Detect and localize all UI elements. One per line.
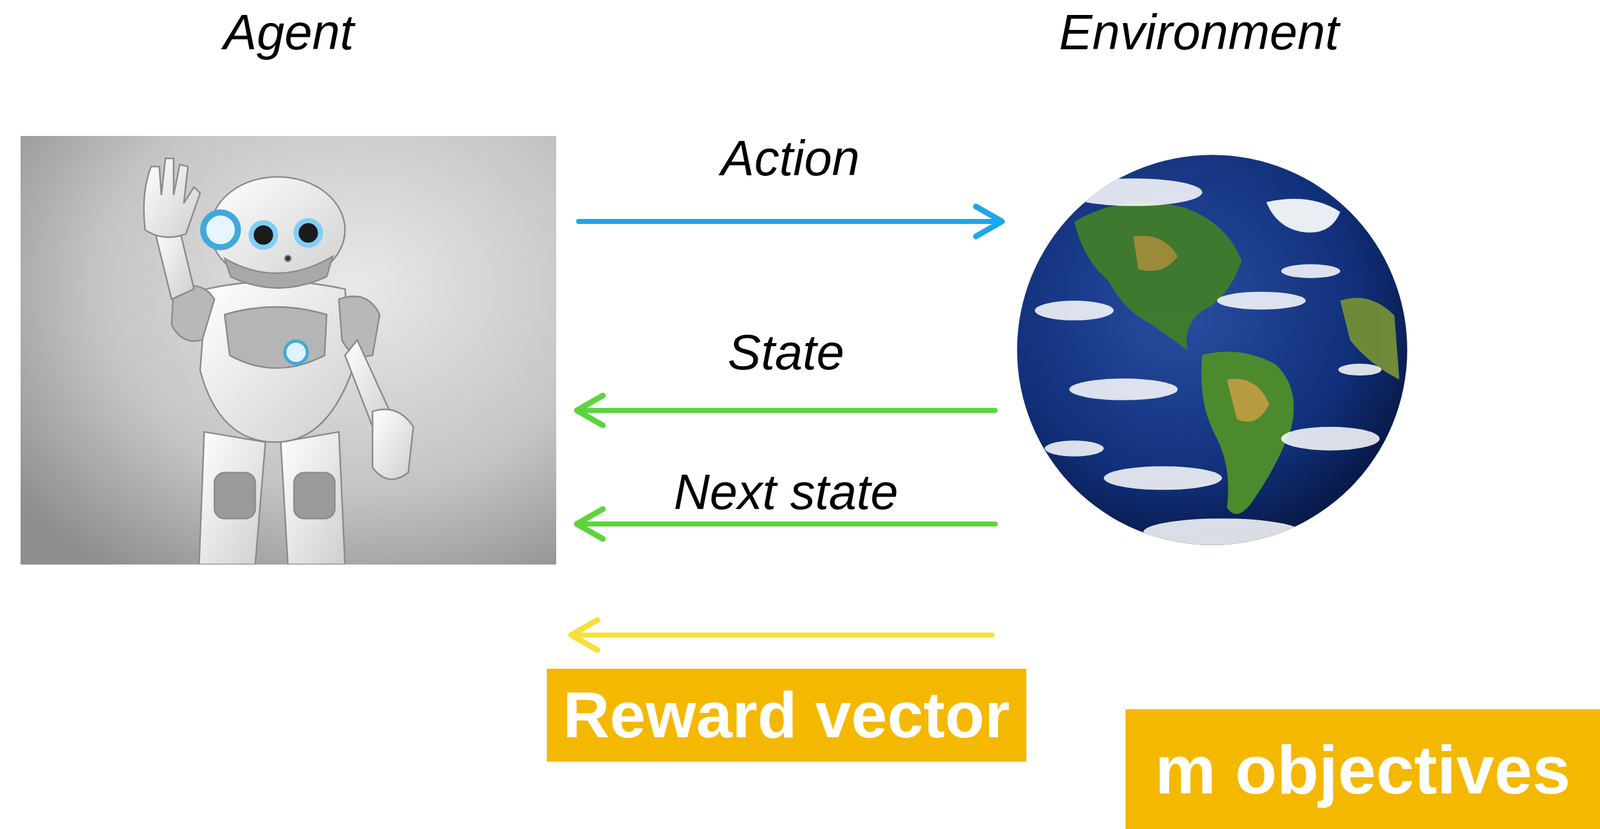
agent-picture: Agent: [20, 135, 557, 565]
arrow-head: [571, 619, 598, 650]
node-heading: Environment: [1058, 3, 1339, 62]
environment-globe: Environment: [1015, 152, 1410, 547]
objectives-box: m objectives: [1125, 708, 1600, 829]
node-heading: Agent: [223, 3, 354, 62]
robot-illustration: [20, 135, 557, 565]
arrow-head: [576, 508, 603, 539]
flow-arrow: [576, 395, 996, 426]
edge-label: Action: [717, 132, 863, 185]
arrow-shaft: [576, 521, 996, 527]
earth-illustration: [1015, 152, 1410, 547]
arrow-shaft: [576, 407, 996, 413]
arrow-head: [576, 395, 603, 426]
arrow-head: [975, 206, 1003, 237]
flow-arrow: [571, 619, 993, 650]
arrow-shaft: [578, 218, 1003, 224]
edge-label: State: [723, 326, 849, 379]
arrow-shaft: [571, 632, 993, 638]
reward-vector-box: Reward vector: [546, 668, 1027, 762]
edge-label: Next state: [669, 465, 902, 519]
flow-arrow: [578, 206, 1003, 237]
box-label: m objectives: [1154, 731, 1571, 807]
box-label: Reward vector: [563, 679, 1011, 751]
